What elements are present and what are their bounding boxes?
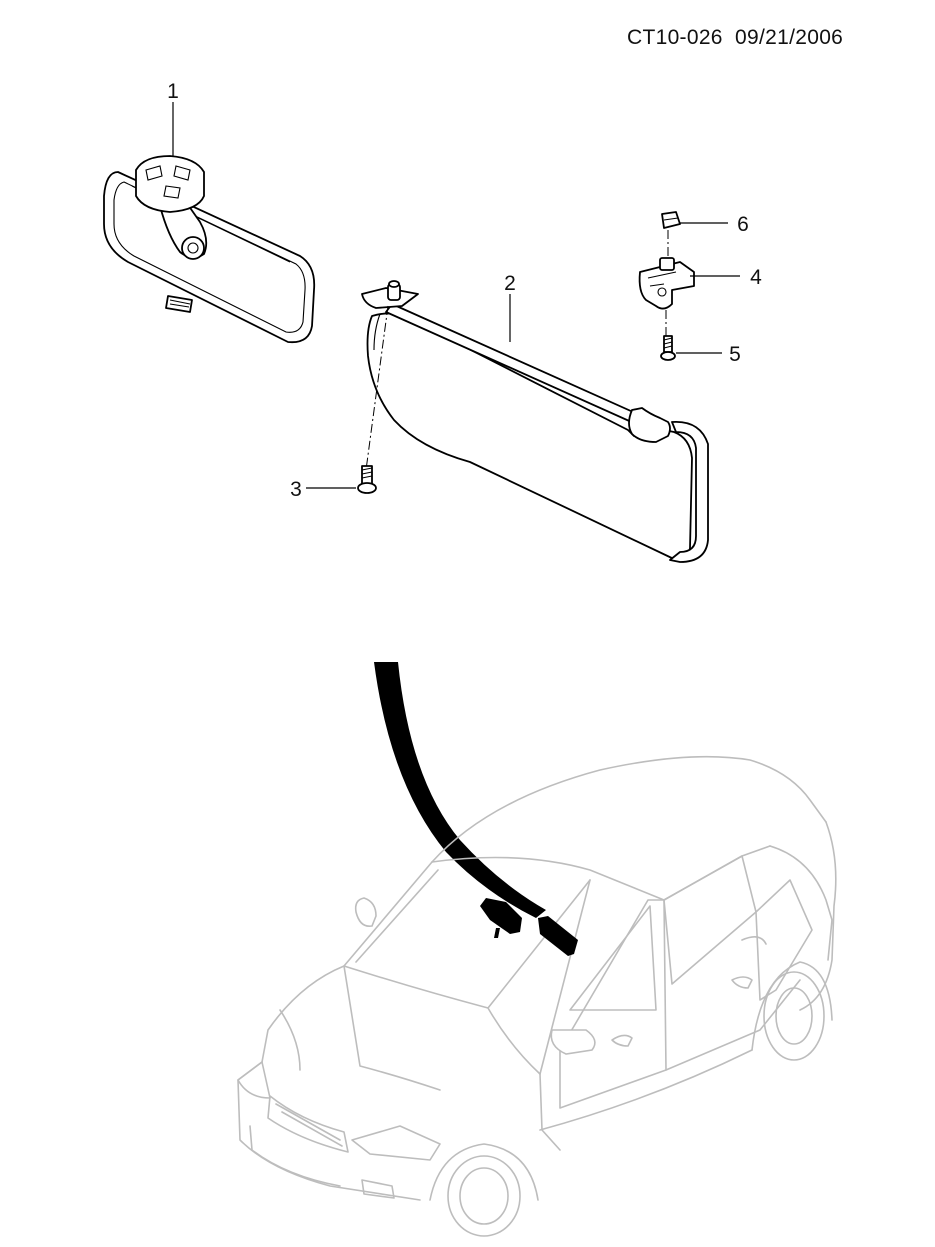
callout-1: 1 [167, 80, 179, 103]
rear-view-mirror [103, 155, 316, 344]
visor-retainer-clip [638, 257, 695, 310]
callout-6: 6 [737, 213, 749, 236]
callout-5: 5 [729, 343, 741, 366]
callout-3: 3 [290, 478, 302, 501]
clip-screw [660, 230, 676, 361]
diagram-code-date: CT10-026 09/21/2006 [627, 26, 844, 49]
locator-arrow [374, 662, 546, 918]
visor-screw [357, 305, 389, 494]
visor-location-highlight [538, 916, 578, 956]
vehicle-outline [237, 755, 837, 1237]
mirror-location-highlight [480, 898, 522, 938]
callout-4: 4 [750, 266, 762, 289]
callout-2: 2 [504, 272, 516, 295]
sun-visor [361, 280, 709, 563]
clip-cap [661, 211, 681, 229]
